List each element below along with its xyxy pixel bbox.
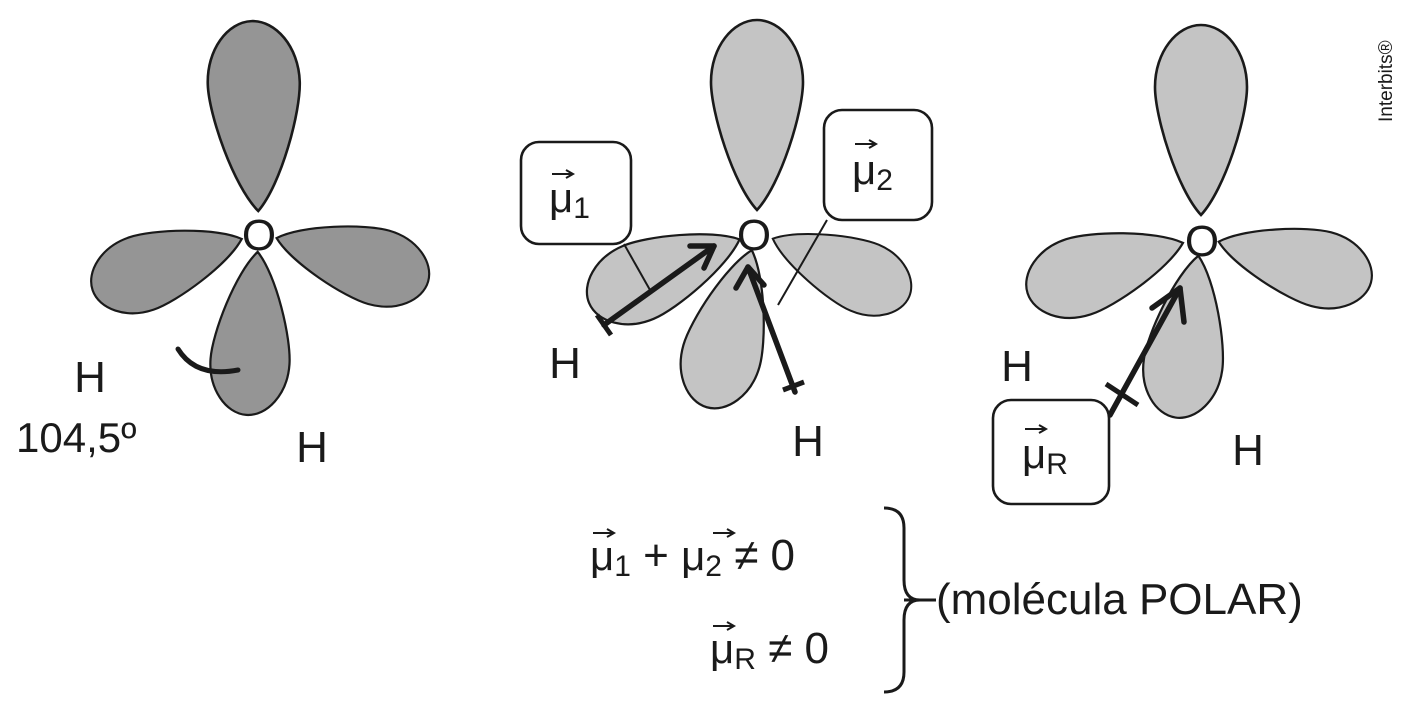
mu2-arrow-head: [868, 139, 879, 149]
muR-arrow-head: [1038, 424, 1049, 434]
equation-sum: μ1 + μ2 ≠ 0: [590, 531, 795, 583]
hydrogen-label-left: H: [74, 353, 106, 402]
eq-mu1-arrow-head: [606, 528, 617, 538]
lobe-top: [204, 18, 306, 214]
molecule-bond-angle: O H H 104,5º: [16, 18, 440, 472]
lobe-right: [1207, 203, 1382, 321]
muR-box: [991, 398, 1111, 506]
lobe-h-bottom: [205, 247, 299, 419]
molecule-resultant-dipole: O H H μR: [991, 23, 1382, 506]
credit-watermark: Interbits®: [1376, 40, 1397, 122]
callout-line-mu2: [777, 219, 828, 306]
eq-mu2-arrow-head: [726, 528, 737, 538]
dipole-vector-1: [594, 243, 717, 337]
dipole-vector-2: [733, 264, 805, 395]
equation-resultant: μR ≠ 0: [710, 624, 829, 676]
eq-muR-arrow-head: [726, 621, 737, 631]
conclusion-label: (molécula POLAR): [936, 575, 1303, 624]
mu2-label: μ2: [852, 146, 893, 197]
mu1-box: [519, 140, 633, 246]
muR-label: μR: [1022, 430, 1068, 481]
hydrogen-label-right: H: [296, 423, 328, 472]
molecule-bond-dipoles: O H H μ1 μ2: [519, 18, 934, 466]
angle-arc: [175, 346, 241, 375]
resultant-dipole-vector: [1104, 285, 1187, 418]
hydrogen-label-left: H: [1001, 342, 1033, 391]
callout-line-mu1: [623, 243, 651, 291]
hydrogen-label-right: H: [1232, 426, 1264, 475]
lobe-right: [757, 204, 925, 331]
lobe-right: [264, 200, 440, 320]
oxygen-label: O: [1185, 217, 1219, 266]
oxygen-label: O: [737, 211, 771, 260]
hydrogen-label-bottom: H: [792, 417, 824, 466]
mu1-label: μ1: [549, 174, 590, 225]
lobe-top: [1153, 23, 1249, 217]
hydrogen-label-left: H: [549, 339, 581, 388]
mu1-arrow-head: [565, 169, 576, 179]
oxygen-label: O: [242, 211, 276, 260]
equations: μ1 + μ2 ≠ 0 μR ≠ 0 (molécula POLAR): [590, 506, 1303, 694]
lobe-top: [709, 18, 805, 212]
bond-angle-label: 104,5º: [16, 414, 136, 461]
mu2-box: [822, 108, 934, 222]
